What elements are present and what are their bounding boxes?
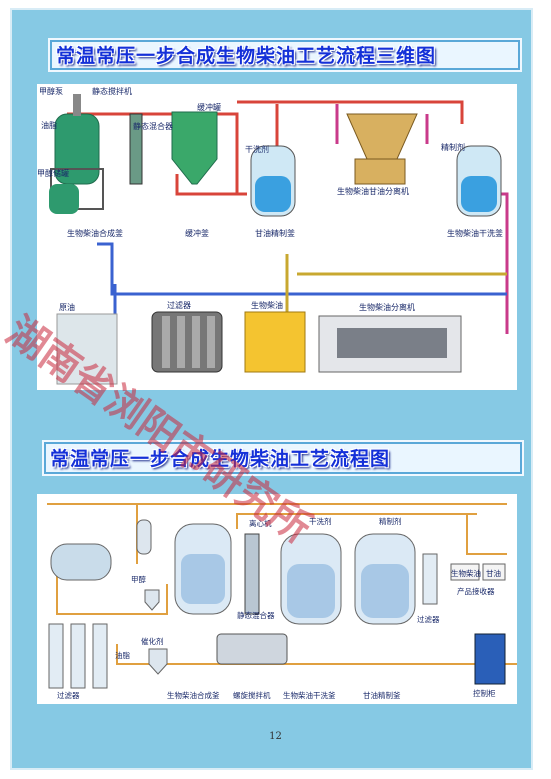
washer-vessel bbox=[456, 145, 502, 217]
horizontal-tank bbox=[50, 543, 112, 581]
diagram1-title: 常温常压一步合成生物柴油工艺流程三维图 bbox=[56, 45, 437, 67]
label-dry-agent: 干洗剂 bbox=[245, 144, 269, 154]
label-dry-agent-2: 干洗剂 bbox=[309, 516, 332, 526]
label-glycerol-out: 甘油 bbox=[486, 568, 501, 578]
methanol-vessel bbox=[144, 589, 160, 611]
filter-vessel bbox=[422, 553, 438, 605]
label-centrifuge: 生物柴油甘油分离机 bbox=[337, 186, 409, 196]
label-biodiesel: 生物柴油 bbox=[251, 300, 283, 310]
page-number: 12 bbox=[269, 731, 282, 742]
diagram2-svg: 甲醇 催化剂 油脂 过滤器 生物柴油合成釜 螺旋搅拌机 离心机 静态混合器 生物… bbox=[47, 503, 517, 700]
label-methanol: 甲醇 bbox=[131, 574, 146, 584]
glycerol-refine-vessel bbox=[250, 145, 296, 217]
label-washer: 生物柴油干洗釜 bbox=[447, 228, 503, 238]
control-cabinet bbox=[474, 633, 506, 685]
label-glycerol-refine: 甘油精制釜 bbox=[255, 228, 295, 238]
diagram2-title: 常温常压一步合成生物柴油工艺流程图 bbox=[50, 448, 391, 470]
diagram2-panel: 甲醇 催化剂 油脂 过滤器 生物柴油合成釜 螺旋搅拌机 离心机 静态混合器 生物… bbox=[37, 494, 517, 704]
washer-vessel bbox=[280, 533, 342, 625]
label-screw: 螺旋搅拌机 bbox=[233, 690, 271, 700]
centrifuge bbox=[346, 113, 418, 185]
diagram1-panel: 甲醇泵 静态搅拌机 油脂 静态混合器 缓冲罐 干洗剂 精制剂 甲醇储罐 生物柴油… bbox=[37, 84, 517, 390]
bio-out-tank bbox=[450, 563, 480, 581]
buffer-tank bbox=[171, 111, 218, 185]
diagram1-svg: 甲醇泵 静态搅拌机 油脂 静态混合器 缓冲罐 干洗剂 精制剂 甲醇储罐 生物柴油… bbox=[37, 86, 509, 385]
methanol-tank bbox=[49, 184, 79, 214]
label-glycerol: 甘油精制釜 bbox=[363, 690, 401, 700]
title2-box bbox=[42, 440, 524, 476]
centrifuge-unit bbox=[216, 633, 288, 665]
screw-column bbox=[244, 533, 260, 615]
label-refine-agent: 精制剂 bbox=[379, 516, 402, 526]
label-tank-group: 过滤器 bbox=[57, 690, 80, 700]
label-reactor2: 生物柴油合成釜 bbox=[167, 690, 220, 700]
label-catalyst: 催化剂 bbox=[141, 636, 164, 646]
label-oil-tank: 油脂 bbox=[41, 120, 57, 130]
separator-machine bbox=[318, 315, 462, 373]
label-filter2: 过滤器 bbox=[417, 614, 440, 624]
label-separator: 生物柴油分离机 bbox=[359, 302, 415, 312]
label-centrifuge2: 离心机 bbox=[249, 518, 272, 528]
label-reactor: 生物柴油合成釜 bbox=[67, 228, 123, 238]
oil-glass bbox=[56, 313, 118, 385]
small-tank bbox=[136, 519, 152, 555]
label-washer2: 生物柴油干洗釜 bbox=[283, 690, 336, 700]
label-mixer: 静态混合器 bbox=[133, 121, 173, 131]
label-control: 控制柜 bbox=[473, 688, 496, 698]
catalyst-vessel bbox=[148, 648, 168, 675]
title1-box bbox=[48, 38, 522, 72]
label-product-tank: 产品接收器 bbox=[457, 586, 495, 596]
biodiesel-product bbox=[244, 311, 306, 373]
label-stirrer: 静态搅拌机 bbox=[92, 86, 132, 96]
reactor bbox=[174, 523, 232, 615]
label-methanol-tank: 甲醇储罐 bbox=[37, 168, 69, 178]
label-bio-out: 生物柴油 bbox=[451, 568, 481, 578]
label-filter: 过滤器 bbox=[167, 300, 191, 310]
label-buffer-tank: 缓冲罐 bbox=[197, 102, 221, 112]
mixer-column bbox=[129, 113, 143, 185]
glycerol-vessel bbox=[354, 533, 416, 625]
label-oil-in: 原油 bbox=[59, 302, 75, 312]
label-buffer: 缓冲釜 bbox=[185, 228, 209, 238]
label-static-mixer: 静态混合器 bbox=[237, 610, 275, 620]
label-dry-agent2: 精制剂 bbox=[441, 142, 465, 152]
label-pump: 甲醇泵 bbox=[39, 86, 63, 96]
filter-unit bbox=[151, 311, 223, 373]
filter-columns bbox=[48, 623, 108, 689]
glycerol-out-tank bbox=[482, 563, 506, 581]
label-oil: 油脂 bbox=[115, 650, 130, 660]
